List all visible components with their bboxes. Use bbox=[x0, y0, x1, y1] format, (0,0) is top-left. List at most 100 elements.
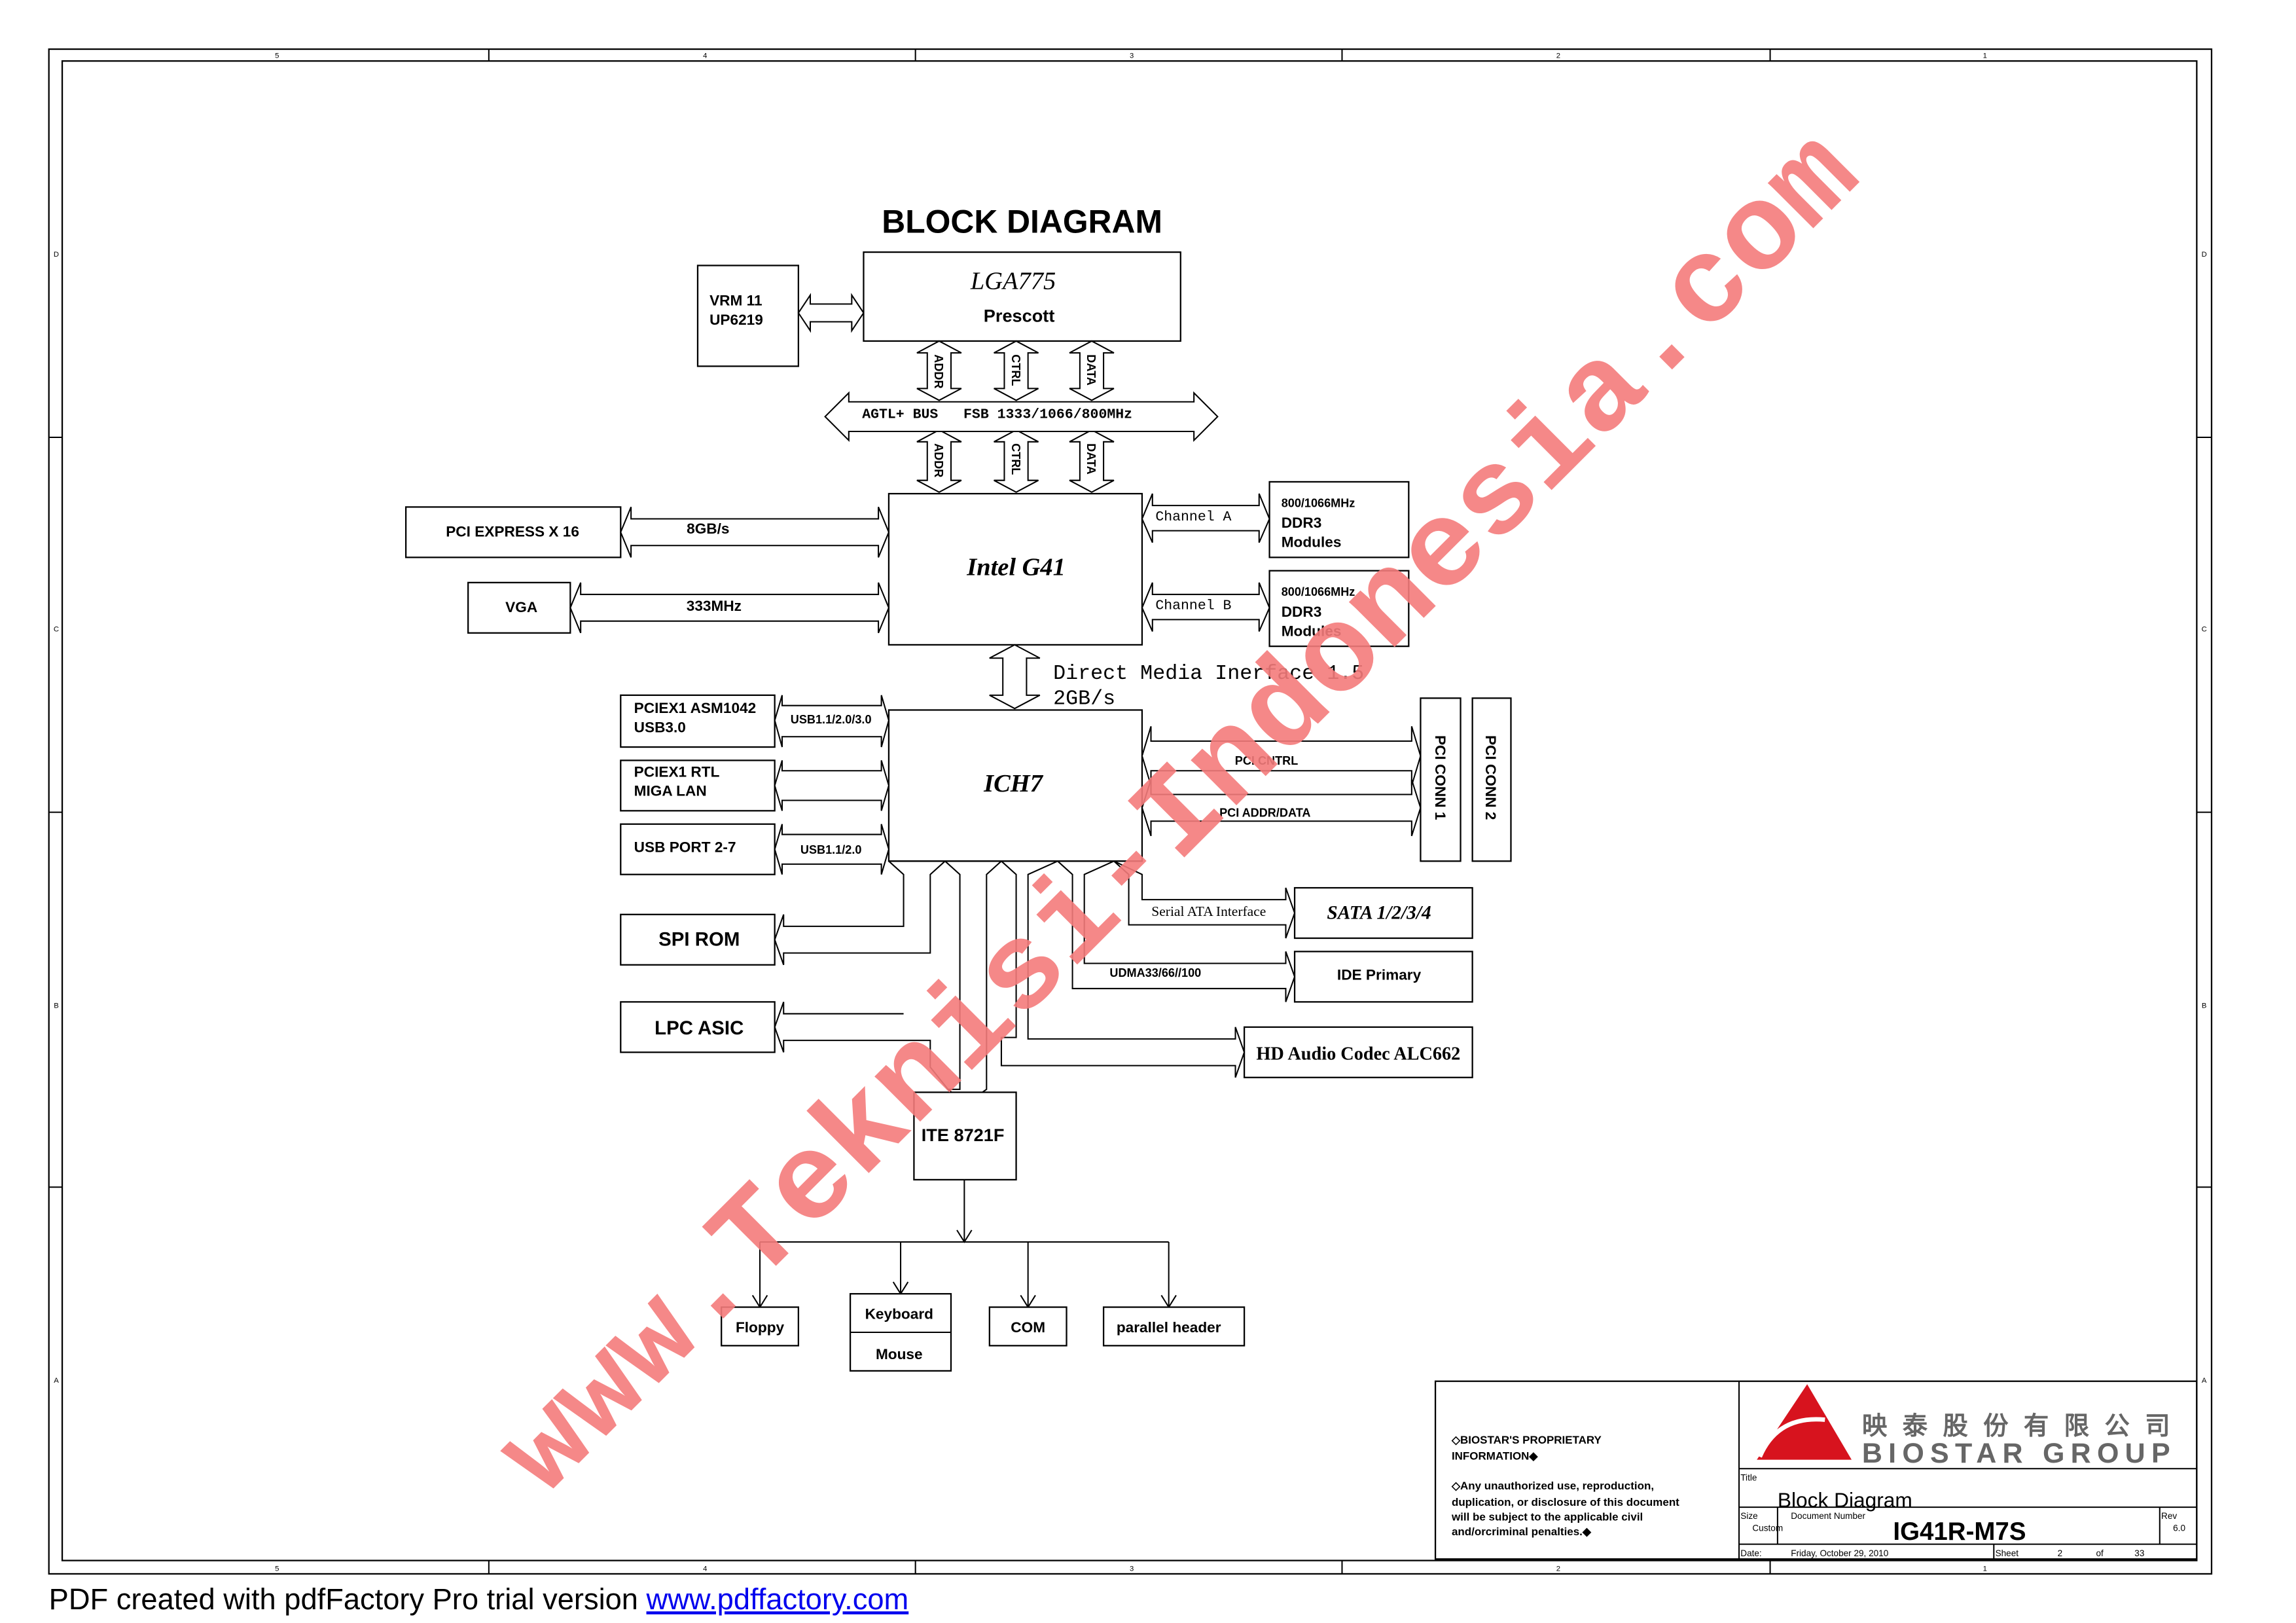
rev-value: 6.0 bbox=[2173, 1523, 2185, 1533]
vga-box bbox=[467, 581, 571, 634]
notice-line: INFORMATION◆ bbox=[1452, 1450, 1538, 1463]
signal-arrow-ctrl bbox=[994, 429, 1039, 493]
row-label: C bbox=[2202, 626, 2207, 634]
ddr3-a-box bbox=[1268, 481, 1410, 558]
logo-chinese: 映泰股份有限公司 bbox=[1862, 1412, 2170, 1440]
lan-sub: MIGA LAN bbox=[634, 783, 707, 799]
doc-title: Block Diagram bbox=[1778, 1488, 1912, 1512]
pci-conn1-box bbox=[1420, 697, 1462, 862]
northbridge-box bbox=[888, 492, 1143, 646]
pci-conn2-box bbox=[1471, 697, 1512, 862]
title-label: Title bbox=[1740, 1472, 1757, 1482]
column-label: 5 bbox=[275, 1565, 279, 1573]
pcie16-box bbox=[404, 506, 622, 558]
column-label: 1 bbox=[1983, 52, 1987, 60]
lan-arrow bbox=[774, 760, 889, 811]
ide-bus-label: UDMA33/66//100 bbox=[1109, 966, 1201, 979]
column-label: 4 bbox=[703, 1565, 707, 1573]
footer-label: PDF created with pdfFactory Pro trial ve… bbox=[49, 1582, 647, 1616]
parallel-box bbox=[1102, 1306, 1246, 1347]
column-label: 5 bbox=[275, 52, 279, 60]
lpc-asic-box bbox=[620, 1001, 776, 1053]
signal-arrow-ctrl bbox=[994, 340, 1039, 401]
row-label: D bbox=[2202, 251, 2207, 259]
pci-conn2-label: PCI CONN 2 bbox=[1482, 735, 1499, 820]
signal-label-ctrl: CTRL bbox=[1009, 443, 1022, 475]
usb3-controller-box bbox=[620, 694, 776, 748]
vga-arrow bbox=[569, 582, 890, 634]
ddr3-a-modules: Modules bbox=[1282, 534, 1342, 551]
vrm-chip: UP6219 bbox=[709, 312, 763, 328]
superio-box bbox=[913, 1091, 1017, 1181]
keyboard-label: Keyboard bbox=[865, 1306, 933, 1322]
sheet-frame: 5 4 3 2 1 5 4 3 2 1 D C B A D C B A bbox=[48, 48, 2213, 1575]
ddr3-b-type: DDR3 bbox=[1282, 604, 1322, 620]
audio-codec-box bbox=[1243, 1026, 1473, 1078]
signal-label-data: DATA bbox=[1085, 443, 1098, 475]
notice-line: will be subject to the applicable civil bbox=[1451, 1510, 1643, 1523]
vga-label: VGA bbox=[505, 599, 537, 615]
ddr3-b-speed: 800/1066MHz bbox=[1282, 585, 1355, 598]
com-label: COM bbox=[1011, 1319, 1045, 1336]
docnum-label: Document Number bbox=[1791, 1511, 1865, 1521]
notice-line: ◇Any unauthorized use, reproduction, bbox=[1451, 1480, 1654, 1492]
of-label: of bbox=[2096, 1548, 2104, 1558]
column-label: 3 bbox=[1130, 1565, 1134, 1573]
notice-line: ◇BIOSTAR'S PROPRIETARY bbox=[1451, 1434, 1602, 1446]
usb-port-label: USB PORT 2-7 bbox=[634, 839, 736, 856]
signal-label-addr: ADDR bbox=[932, 354, 945, 388]
sheet-total: 33 bbox=[2134, 1548, 2144, 1558]
vga-speed: 333MHz bbox=[687, 598, 742, 614]
date-value: Friday, October 29, 2010 bbox=[1791, 1548, 1888, 1558]
notice-line: and/orcriminal penalties.◆ bbox=[1452, 1525, 1592, 1538]
lpc-asic-label: LPC ASIC bbox=[655, 1017, 744, 1039]
usb-port-bus-label: USB1.1/2.0 bbox=[800, 843, 862, 856]
footer-text: PDF created with pdfFactory Pro trial ve… bbox=[49, 1582, 909, 1616]
usb3-arrow bbox=[774, 695, 889, 748]
vrm-box bbox=[696, 264, 800, 367]
spi-rom-box bbox=[620, 913, 776, 966]
cpu-box bbox=[863, 251, 1181, 342]
mouse-label: Mouse bbox=[876, 1346, 923, 1362]
pci-conn1-label: PCI CONN 1 bbox=[1432, 735, 1448, 820]
pcie16-arrow bbox=[620, 507, 890, 558]
sata-label: SATA 1/2/3/4 bbox=[1327, 903, 1431, 924]
dmi-label: Direct Media Inerface 1.5 bbox=[1053, 662, 1364, 685]
pcie16-label: PCI EXPRESS X 16 bbox=[446, 524, 579, 540]
vrm-cpu-arrow bbox=[797, 293, 865, 333]
sheet-label: Sheet bbox=[1996, 1548, 2019, 1558]
pci-cntrl-label: PCI CNTRL bbox=[1235, 754, 1299, 767]
signal-label-ctrl: CTRL bbox=[1009, 354, 1022, 386]
usb3-controller-sub: USB3.0 bbox=[634, 719, 686, 735]
notice-line: duplication, or disclosure of this docum… bbox=[1452, 1496, 1679, 1508]
row-label: C bbox=[54, 626, 59, 634]
spi-rom-label: SPI ROM bbox=[658, 928, 740, 950]
logo-english: BIOSTAR GROUP bbox=[1862, 1438, 2170, 1469]
floppy-label: Floppy bbox=[736, 1319, 785, 1336]
pdffactory-link[interactable]: www.pdffactory.com bbox=[646, 1582, 909, 1616]
fsb-bus-arrow bbox=[824, 391, 1219, 443]
usb-port-box bbox=[620, 823, 776, 875]
sheet-value: 2 bbox=[2058, 1548, 2063, 1558]
cpu-socket: LGA775 bbox=[970, 268, 1056, 295]
row-label: A bbox=[54, 1377, 59, 1385]
page-title: BLOCK DIAGRAM bbox=[882, 204, 1162, 240]
column-label: 4 bbox=[703, 52, 707, 60]
size-label: Size bbox=[1740, 1511, 1757, 1521]
docnum-value: IG41R-M7S bbox=[1893, 1518, 2026, 1546]
channel-a-label: Channel A bbox=[1155, 509, 1231, 525]
column-label: 3 bbox=[1130, 52, 1134, 60]
pci-addr-label: PCI ADDR/DATA bbox=[1219, 806, 1310, 819]
lan-label: PCIEX1 RTL bbox=[634, 763, 720, 780]
column-label: 2 bbox=[1556, 1565, 1560, 1573]
ddr3-b-modules: Modules bbox=[1282, 623, 1342, 639]
row-label: A bbox=[2202, 1377, 2207, 1385]
signal-label-addr: ADDR bbox=[932, 443, 945, 477]
usb3-bus-label: USB1.1/2.0/3.0 bbox=[791, 713, 872, 726]
com-box bbox=[988, 1306, 1067, 1347]
signal-arrow-data bbox=[1069, 340, 1115, 401]
superio-label: ITE 8721F bbox=[922, 1125, 1005, 1145]
vrm-label: VRM 11 bbox=[709, 293, 762, 309]
ide-label: IDE Primary bbox=[1337, 966, 1422, 983]
